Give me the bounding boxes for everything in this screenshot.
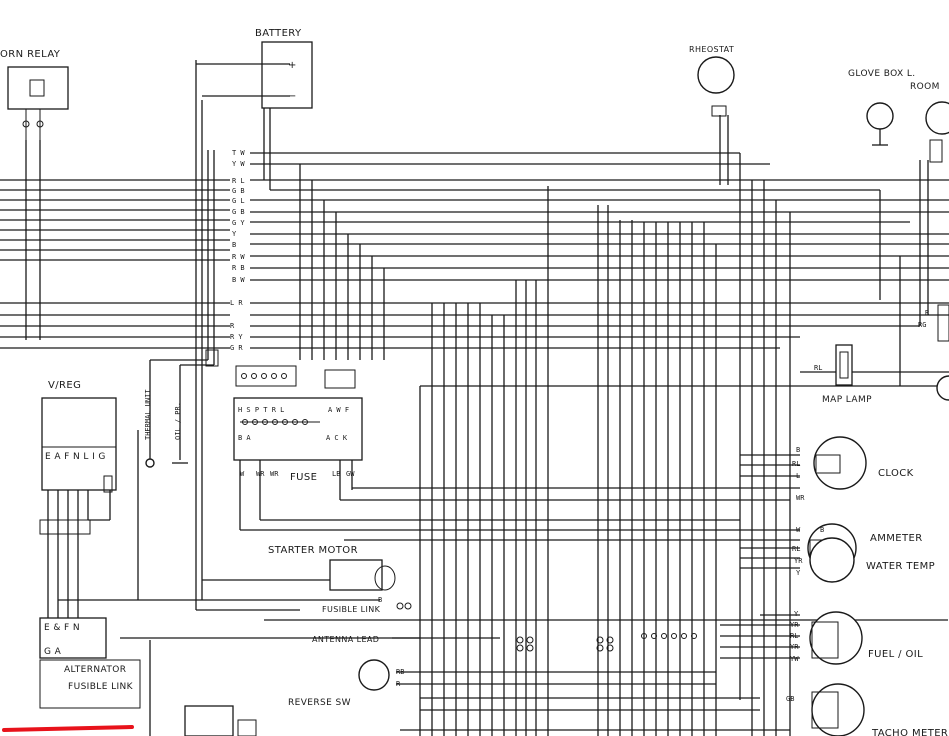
wire-code: GB <box>786 695 794 703</box>
oil-pressure-switch: OIL / PR. <box>172 402 188 464</box>
harness-label: G Y <box>232 219 245 227</box>
antenna-lead-label: ANTENNA LEAD <box>312 635 379 644</box>
fuse-right-row: A C K <box>326 434 348 442</box>
harness-label: R <box>230 322 235 330</box>
horn-relay: ORN RELAY <box>0 49 69 140</box>
wire-code: W <box>796 526 801 534</box>
reverse-switch: RB R REVERSE SW <box>184 659 404 736</box>
wire-code: B <box>796 446 800 454</box>
wire-code: YW <box>790 655 799 663</box>
main-harness <box>0 152 949 387</box>
harness-label: B W <box>232 276 245 284</box>
harness-label: G L <box>232 197 245 205</box>
room-lamp-label: ROOM <box>910 82 940 92</box>
horn-relay-label: ORN RELAY <box>0 49 61 60</box>
fuse-top-row: H S P T R L <box>238 406 284 414</box>
map-lamp-label: MAP LAMP <box>822 395 872 405</box>
fuel-oil-gauge: Y YR RL YR YW FUEL / OIL <box>790 610 923 665</box>
room-lamp: ROOM <box>910 82 949 163</box>
wire-code: WR <box>796 494 805 502</box>
svg-text:+: + <box>288 60 297 71</box>
fusible-link-left-label: FUSIBLE LINK <box>68 682 134 692</box>
branch-wires <box>58 359 948 736</box>
wire-code: RB <box>396 668 404 676</box>
thermal-unit: THERMAL UNIT <box>144 389 155 468</box>
fusible-link-center-label: FUSIBLE LINK <box>322 605 381 614</box>
wire-code: B <box>378 596 382 604</box>
harness-label: T W <box>232 149 245 157</box>
wire-code: RL <box>814 364 822 372</box>
rheostat-label: RHEOSTAT <box>689 45 734 54</box>
harness-labels: T W Y W R L G B G L G B G Y Y B R W R B … <box>230 149 245 352</box>
reverse-sw-label: REVERSE SW <box>288 698 351 708</box>
thermal-unit-label: THERMAL UNIT <box>144 389 152 440</box>
wire-code: YR <box>794 557 803 565</box>
oil-pressure-label: OIL / PR. <box>174 402 182 440</box>
tacho-meter: GB TACHO METER <box>786 683 948 736</box>
wire-code: R <box>396 680 401 688</box>
starter-motor: STARTER MOTOR FUSIBLE LINK B <box>268 545 412 614</box>
harness-label: G B <box>232 187 245 195</box>
wire-code: Y <box>796 569 801 577</box>
alternator-label: ALTERNATOR <box>64 665 126 675</box>
harness-label: G R <box>230 344 243 352</box>
alternator-terminals: E & F N <box>44 623 80 633</box>
harness-label: G B <box>232 208 245 216</box>
ammeter-label: AMMETER <box>870 533 923 544</box>
wire-code: WR <box>270 470 279 478</box>
wire-code: R <box>925 309 930 317</box>
wire-code: LB <box>332 470 340 478</box>
wire-code: L <box>796 472 800 480</box>
wire-code: YR <box>790 621 799 629</box>
harness-label: Y <box>232 230 237 238</box>
glove-box-label: GLOVE BOX L. <box>848 69 916 79</box>
clock: B RL L CLOCK <box>792 436 914 490</box>
wire-code: YR <box>790 643 799 651</box>
battery: + − BATTERY <box>196 28 313 109</box>
rheostat: RHEOSTAT <box>689 45 735 117</box>
v-reg-label: V/REG <box>48 380 81 391</box>
water-temp-label: WATER TEMP <box>866 561 935 572</box>
harness-label: R B <box>232 264 245 272</box>
terminal-dots <box>205 349 697 652</box>
harness-label: L R <box>230 299 243 307</box>
water-temp-gauge: RL YR Y WATER TEMP <box>792 537 935 583</box>
voltage-regulator: V/REG E A F N L I G <box>39 380 117 535</box>
fuel-oil-label: FUEL / OIL <box>868 649 923 660</box>
harness-label: Y W <box>232 160 245 168</box>
starter-motor-label: STARTER MOTOR <box>268 545 358 556</box>
harness-label: R W <box>232 253 245 261</box>
room-side-connector: R RG <box>918 304 949 401</box>
v-reg-terminals: E A F N L I G <box>45 452 106 462</box>
tacho-meter-label: TACHO METER <box>871 728 948 736</box>
red-underline <box>2 725 134 732</box>
wire-code: W <box>240 470 245 478</box>
wire-code: GW <box>346 470 355 478</box>
fuse-bottom-row: B A <box>238 434 251 442</box>
map-lamp: RL MAP LAMP <box>814 344 872 405</box>
wire-code: B <box>820 526 824 534</box>
harness-label: R L <box>232 177 245 185</box>
fuse-label: FUSE <box>290 472 317 483</box>
clock-label: CLOCK <box>878 468 914 479</box>
battery-label: BATTERY <box>255 28 302 39</box>
antenna-lead: ANTENNA LEAD <box>312 635 420 644</box>
wire-code: Y <box>794 610 799 618</box>
harness-label: B <box>232 241 236 249</box>
fuse-block: H S P T R L A W F B A A C K FUSE W WR WR… <box>233 365 363 483</box>
wire-code: RL <box>790 632 798 640</box>
alternator-ga: G A <box>44 647 62 657</box>
harness-label: R Y <box>230 333 243 341</box>
glove-box-lamp: GLOVE BOX L. <box>848 69 916 146</box>
fuse-mid-row: A W F <box>328 406 349 414</box>
wire-code: WR <box>256 470 265 478</box>
wire-code: RG <box>918 321 926 329</box>
wire-code: RL <box>792 545 800 553</box>
wire-code: RL <box>792 460 800 468</box>
alternator: E & F N G A ALTERNATOR FUSIBLE LINK <box>39 617 141 709</box>
svg-text:−: − <box>288 91 297 102</box>
vertical-wires <box>25 60 929 736</box>
